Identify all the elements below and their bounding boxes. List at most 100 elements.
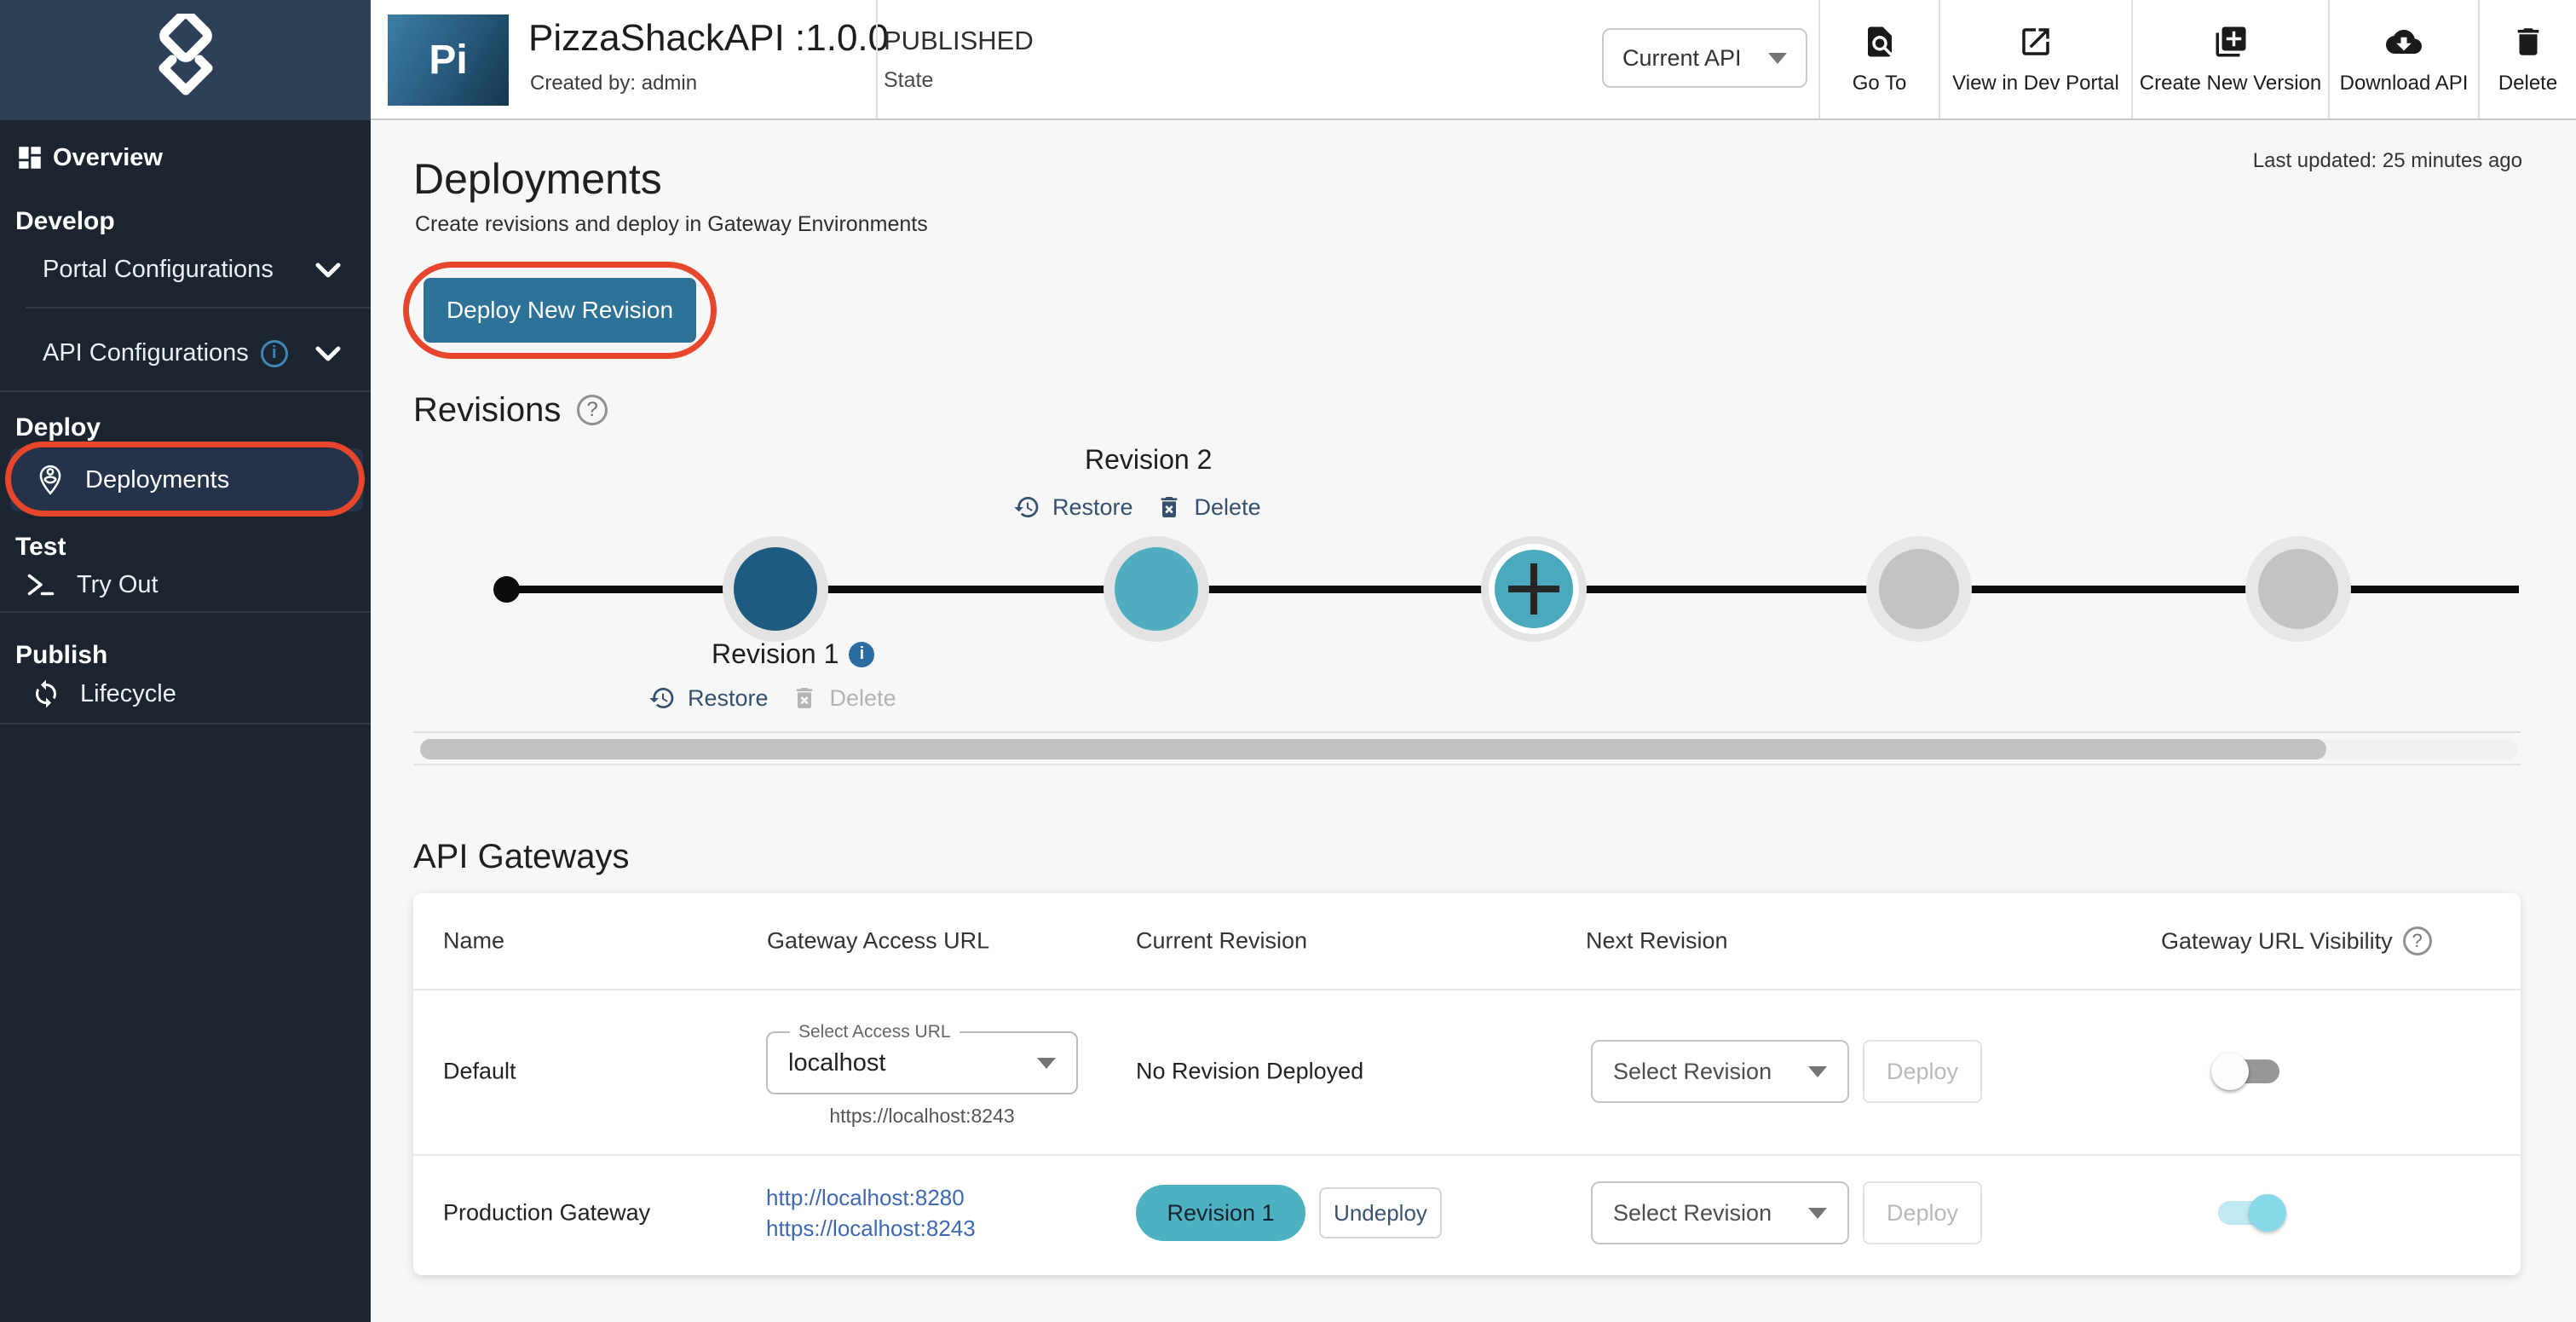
api-gateways-heading: API Gateways xyxy=(413,838,630,875)
empty-revision-node xyxy=(1866,536,1972,642)
view-in-dev-portal-button[interactable]: View in Dev Portal xyxy=(1940,0,2131,118)
sidebar-section-publish: Publish xyxy=(15,641,108,669)
sidebar-item-label: Try Out xyxy=(77,570,158,598)
page-title: Deployments xyxy=(413,155,662,203)
gateway-url-visibility-toggle[interactable] xyxy=(2211,1052,2286,1091)
revision2-label: Revision 2 xyxy=(1085,444,1213,475)
next-revision-select[interactable]: Select Revision xyxy=(1591,1181,1849,1244)
go-to-button[interactable]: Go To xyxy=(1820,0,1939,118)
sidebar-divider xyxy=(0,723,371,725)
sidebar-divider xyxy=(0,390,371,392)
deploy-button: Deploy xyxy=(1863,1040,1982,1103)
sidebar: Overview Develop Portal Configurations A… xyxy=(0,0,371,1322)
http-gateway-link[interactable]: http://localhost:8280 xyxy=(766,1185,965,1210)
revisions-heading: Revisions xyxy=(413,391,562,429)
access-url-select[interactable]: Select Access URL localhost xyxy=(766,1022,1078,1094)
info-icon[interactable]: i xyxy=(849,641,875,667)
create-new-version-button[interactable]: Create New Version xyxy=(2133,0,2328,118)
timeline-start-dot xyxy=(493,576,520,603)
app-logo-area[interactable] xyxy=(0,0,371,120)
sidebar-item-api-configurations[interactable]: API Configurations i xyxy=(43,339,341,367)
sidebar-item-deployments[interactable]: Deployments xyxy=(10,448,363,511)
table-divider xyxy=(413,1154,2521,1156)
revision1-delete-link: Delete xyxy=(829,684,896,711)
page-subtitle: Create revisions and deploy in Gateway E… xyxy=(415,212,928,236)
create-new-version-label: Create New Version xyxy=(2139,71,2322,95)
current-api-select[interactable]: Current API xyxy=(1602,28,1807,88)
api-title: PizzaShackAPI :1.0.0 xyxy=(528,17,890,59)
sidebar-divider xyxy=(0,611,371,613)
sidebar-item-portal-configurations[interactable]: Portal Configurations xyxy=(43,256,341,284)
divider xyxy=(1818,0,1820,118)
sidebar-item-label: Portal Configurations xyxy=(43,256,274,283)
delete-api-label: Delete xyxy=(2498,71,2558,95)
gateway-url-visibility-toggle[interactable] xyxy=(2211,1193,2286,1233)
gateway-name: Default xyxy=(443,1058,516,1084)
access-url-select-label: Select Access URL xyxy=(790,1022,960,1042)
help-icon[interactable]: ? xyxy=(577,395,608,425)
current-api-select-value: Current API xyxy=(1622,44,1742,71)
revision1-label: Revision 1 i xyxy=(712,638,875,670)
add-revision-node[interactable] xyxy=(1481,536,1587,642)
revision2-actions: Restore Delete xyxy=(1013,494,1261,521)
help-icon[interactable]: ? xyxy=(2402,927,2432,955)
api-gateways-table: Name Gateway Access URL Current Revision… xyxy=(413,893,2521,1275)
delete-api-button[interactable]: Delete xyxy=(2480,0,2576,118)
api-state-label: State xyxy=(884,68,934,92)
library-add-icon xyxy=(2216,26,2245,56)
revision1-actions: Restore Delete xyxy=(648,684,896,712)
access-url-select-value: localhost xyxy=(788,1048,886,1077)
sidebar-item-label: Lifecycle xyxy=(80,679,176,707)
chevron-down-icon xyxy=(315,263,341,277)
sidebar-item-lifecycle[interactable]: Lifecycle xyxy=(31,678,176,709)
chevron-down-icon xyxy=(1808,1207,1827,1219)
revision2-node[interactable] xyxy=(1104,536,1209,642)
view-in-dev-portal-label: View in Dev Portal xyxy=(1952,71,2119,95)
sidebar-item-overview[interactable]: Overview xyxy=(15,143,163,172)
sync-icon xyxy=(36,679,56,708)
undeploy-button[interactable]: Undeploy xyxy=(1319,1187,1442,1238)
next-revision-select-value: Select Revision xyxy=(1613,1058,1772,1084)
divider xyxy=(2478,0,2480,118)
revision1-node[interactable] xyxy=(723,536,828,642)
scrollbar-track[interactable] xyxy=(420,739,2518,759)
dashboard-icon xyxy=(19,147,41,169)
chevron-down-icon xyxy=(315,346,341,361)
table-header-row: Name Gateway Access URL Current Revision… xyxy=(413,893,2521,989)
api-avatar: Pi xyxy=(388,14,509,106)
divider xyxy=(2131,0,2133,118)
sidebar-section-test: Test xyxy=(15,533,66,561)
download-api-button[interactable]: Download API xyxy=(2330,0,2478,118)
table-divider xyxy=(413,989,2521,990)
sidebar-item-label: Overview xyxy=(53,143,163,171)
sidebar-divider xyxy=(26,307,371,309)
column-header-current-revision: Current Revision xyxy=(1136,927,1308,954)
scrollbar-thumb[interactable] xyxy=(420,739,2326,759)
revision2-restore-link[interactable]: Restore xyxy=(1052,494,1133,520)
revision2-delete-link[interactable]: Delete xyxy=(1194,494,1261,520)
revision1-restore-link[interactable]: Restore xyxy=(688,684,769,711)
restore-icon xyxy=(649,688,674,708)
plus-icon xyxy=(1495,550,1573,628)
divider xyxy=(1939,0,1940,118)
column-header-gateway-access-url: Gateway Access URL xyxy=(767,927,990,954)
sidebar-section-develop: Develop xyxy=(15,207,115,235)
sidebar-section-deploy: Deploy xyxy=(15,413,101,442)
sidebar-item-label: Deployments xyxy=(85,465,230,494)
find-in-page-icon xyxy=(1867,26,1892,56)
info-icon: i xyxy=(260,339,288,367)
toggle-thumb xyxy=(2249,1194,2286,1232)
current-revision-text: No Revision Deployed xyxy=(1136,1058,1364,1084)
last-updated-text: Last updated: 25 minutes ago xyxy=(2252,149,2522,172)
api-created-by: Created by: admin xyxy=(530,72,698,95)
next-revision-select[interactable]: Select Revision xyxy=(1591,1040,1849,1103)
chevron-down-icon xyxy=(1768,52,1787,64)
trash-icon xyxy=(2517,27,2539,55)
https-gateway-link[interactable]: https://localhost:8243 xyxy=(766,1215,976,1241)
next-revision-select-value: Select Revision xyxy=(1613,1199,1772,1226)
deploy-new-revision-button[interactable]: Deploy New Revision xyxy=(424,278,696,343)
current-revision-chip[interactable]: Revision 1 xyxy=(1136,1185,1305,1241)
sidebar-item-try-out[interactable]: Try Out xyxy=(26,569,158,600)
api-state-value: PUBLISHED xyxy=(884,26,1034,55)
toggle-thumb xyxy=(2211,1053,2249,1090)
